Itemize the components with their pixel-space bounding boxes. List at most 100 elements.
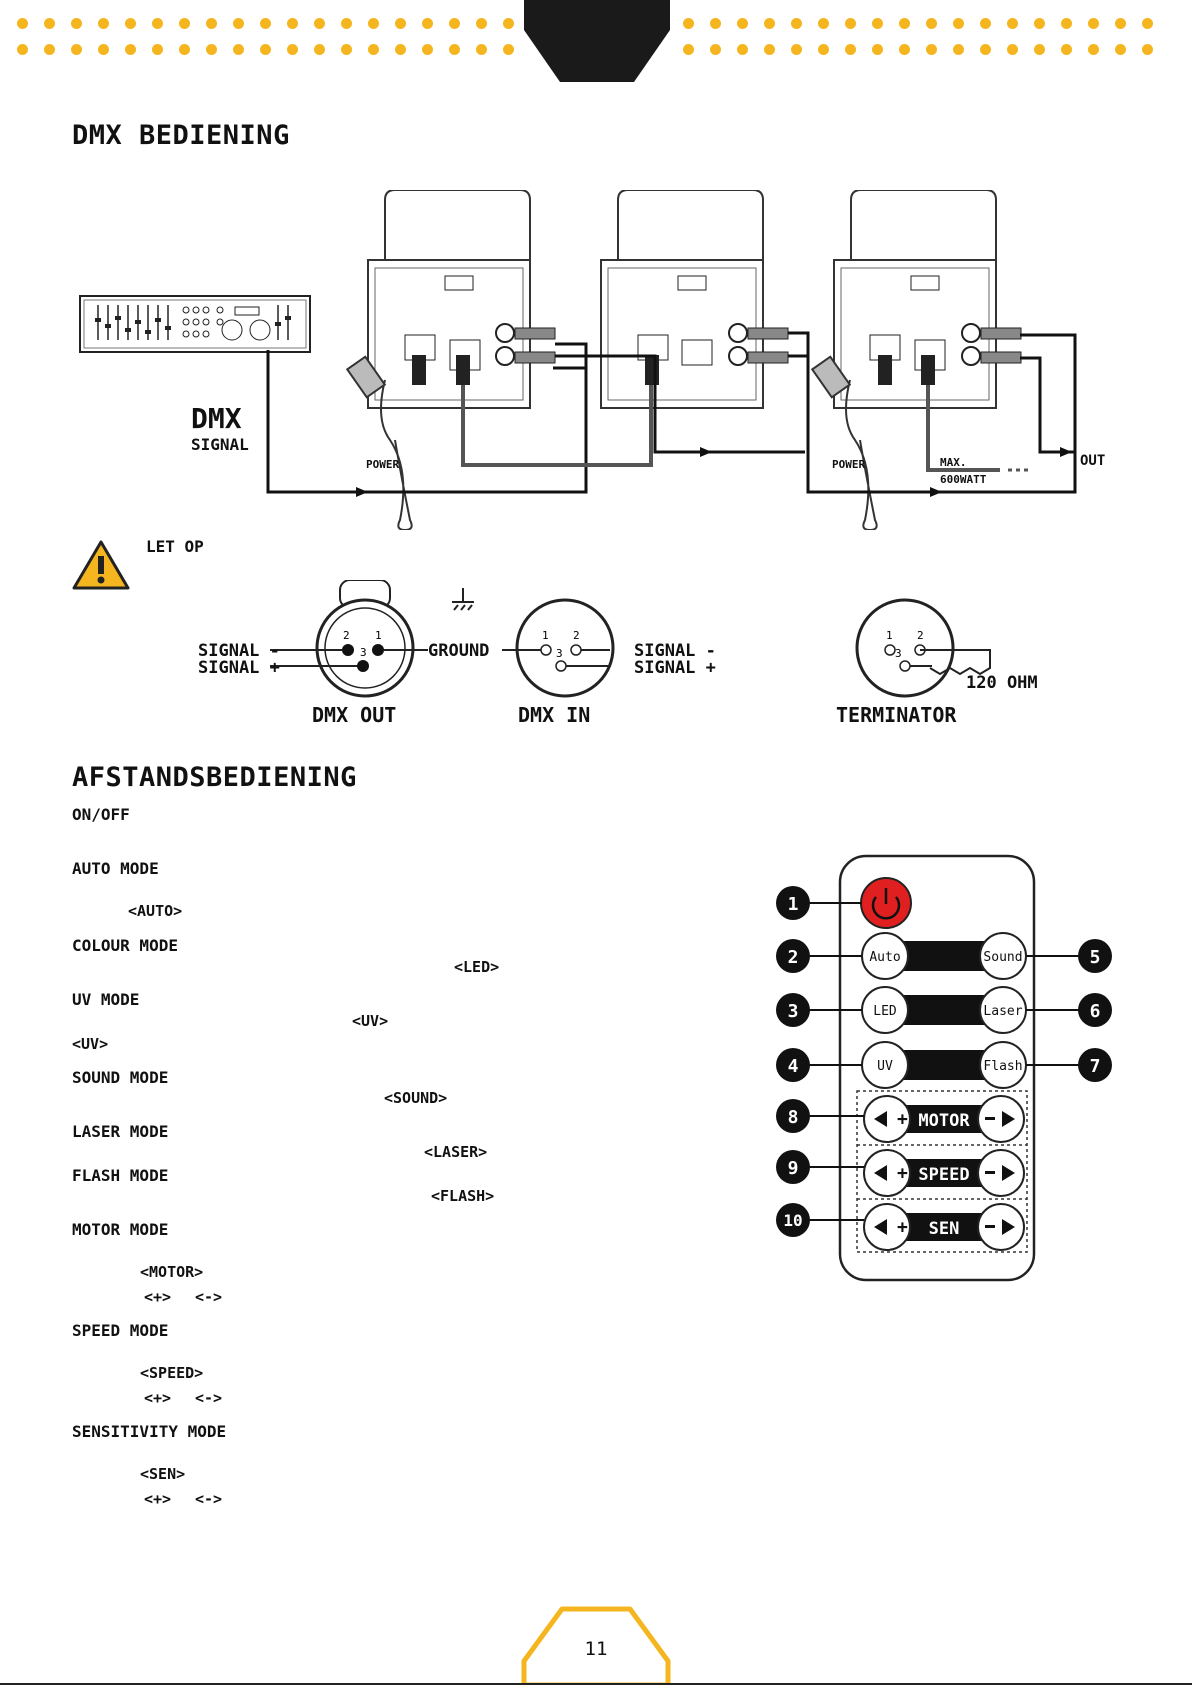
header-dot — [791, 44, 802, 55]
header-dot — [899, 44, 910, 55]
mode-title-auto: AUTO MODE — [72, 859, 159, 878]
svg-text:+: + — [897, 1163, 908, 1184]
keyword-motor-minus: <-> — [195, 1288, 223, 1306]
header-dot — [737, 44, 748, 55]
header-dot — [953, 44, 964, 55]
header-dot — [503, 18, 514, 29]
keyword-auto: <AUTO> — [128, 902, 183, 920]
header-dot — [872, 18, 883, 29]
header-dot — [179, 18, 190, 29]
header-dot — [926, 18, 937, 29]
power-link-line — [461, 385, 1000, 472]
power-icon — [871, 888, 901, 920]
keyword-sen-plus: <+> — [144, 1490, 172, 1508]
header-dot — [872, 44, 883, 55]
speed-rocker[interactable]: + SPEED — [863, 1149, 1025, 1197]
header-dot — [1061, 18, 1072, 29]
keyword-speed: <SPEED> — [140, 1364, 204, 1382]
header-dot — [260, 44, 271, 55]
header-dot — [125, 18, 136, 29]
callout-5: 5 — [1090, 947, 1101, 968]
header-dot — [395, 18, 406, 29]
header-dot — [44, 18, 55, 29]
remote-heading: AFSTANDSBEDIENING — [72, 762, 357, 793]
out-signal-minus: SIGNAL - — [198, 641, 280, 661]
svg-text:1: 1 — [886, 629, 893, 642]
mode-title-speed: SPEED MODE — [72, 1321, 169, 1340]
terminator-connector: 1 2 3 — [855, 598, 991, 698]
callout-7: 7 — [1090, 1056, 1101, 1077]
callout-8: 8 — [788, 1107, 799, 1128]
header-dot — [710, 18, 721, 29]
header-dot — [980, 18, 991, 29]
header-dot — [845, 18, 856, 29]
dmx-pinout-diagram: 2 1 3 1 2 3 1 2 3 SIGNAL - SIG — [198, 580, 1038, 727]
keyword-speed-minus: <-> — [195, 1389, 223, 1407]
led-button-label: LED — [873, 1004, 897, 1019]
header-dot — [449, 18, 460, 29]
dmx-in-connector: 1 2 3 — [515, 598, 615, 698]
callout-6: 6 — [1090, 1001, 1101, 1022]
header-dot — [710, 44, 721, 55]
header-dot — [1115, 44, 1126, 55]
fixture-1 — [367, 190, 556, 409]
header-dot — [791, 18, 802, 29]
auto-button-label: Auto — [869, 950, 900, 965]
warning-label: LET OP — [146, 537, 204, 556]
sen-rocker[interactable]: + SEN — [863, 1203, 1025, 1251]
svg-text:+: + — [897, 1217, 908, 1238]
header-dot — [899, 18, 910, 29]
keyword-sen-minus: <-> — [195, 1490, 223, 1508]
header-dot — [764, 44, 775, 55]
dmx-signal-sublabel: SIGNAL — [191, 435, 249, 454]
header-dot — [206, 18, 217, 29]
mode-title-onoff: ON/OFF — [72, 805, 130, 824]
header-dot — [341, 44, 352, 55]
dmx-signal-label: DMX — [191, 402, 242, 435]
header-dot — [17, 18, 28, 29]
svg-text:1: 1 — [375, 629, 382, 642]
remote-control-diagram: Auto Sound LED Laser UV Flash + MOTOR + … — [776, 854, 1112, 1282]
header-dot — [71, 18, 82, 29]
mode-title-sound: SOUND MODE — [72, 1068, 169, 1087]
callout-4: 4 — [788, 1056, 799, 1077]
header-dot — [845, 44, 856, 55]
svg-text:3: 3 — [556, 647, 563, 660]
power-label-3: POWER — [832, 458, 865, 471]
header-dot — [818, 44, 829, 55]
keyword-sound: <SOUND> — [384, 1089, 448, 1107]
svg-text:2: 2 — [917, 629, 924, 642]
header-dot — [476, 18, 487, 29]
header-dot — [152, 44, 163, 55]
header-dot — [422, 18, 433, 29]
out-label: OUT — [1080, 453, 1105, 469]
header-dot — [17, 44, 28, 55]
header-dot — [1007, 44, 1018, 55]
header-dot — [1061, 44, 1072, 55]
motor-rocker[interactable]: + MOTOR — [863, 1095, 1025, 1143]
header-dot — [503, 44, 514, 55]
header-dot — [1142, 18, 1153, 29]
header-dot — [1088, 44, 1099, 55]
header-dot — [71, 44, 82, 55]
header-dot — [953, 18, 964, 29]
sound-button-label: Sound — [983, 950, 1022, 965]
mode-title-sensitivity: SENSITIVITY MODE — [72, 1422, 227, 1441]
header-dot — [233, 18, 244, 29]
header-dot — [818, 18, 829, 29]
keyword-uv-2: <UV> — [72, 1035, 109, 1053]
header-dot — [926, 44, 937, 55]
laser-button-label: Laser — [983, 1004, 1022, 1019]
header-dot — [737, 18, 748, 29]
keyword-motor: <MOTOR> — [140, 1263, 204, 1281]
header-dot — [683, 44, 694, 55]
footer-rule — [0, 1683, 1192, 1685]
svg-text:2: 2 — [343, 629, 350, 642]
header-dot — [1142, 44, 1153, 55]
mode-title-laser: LASER MODE — [72, 1122, 169, 1141]
keyword-led: <LED> — [454, 958, 500, 976]
callout-2: 2 — [788, 947, 799, 968]
svg-text:3: 3 — [360, 646, 367, 659]
power-cable-3 — [810, 355, 878, 530]
mode-title-colour: COLOUR MODE — [72, 936, 178, 955]
